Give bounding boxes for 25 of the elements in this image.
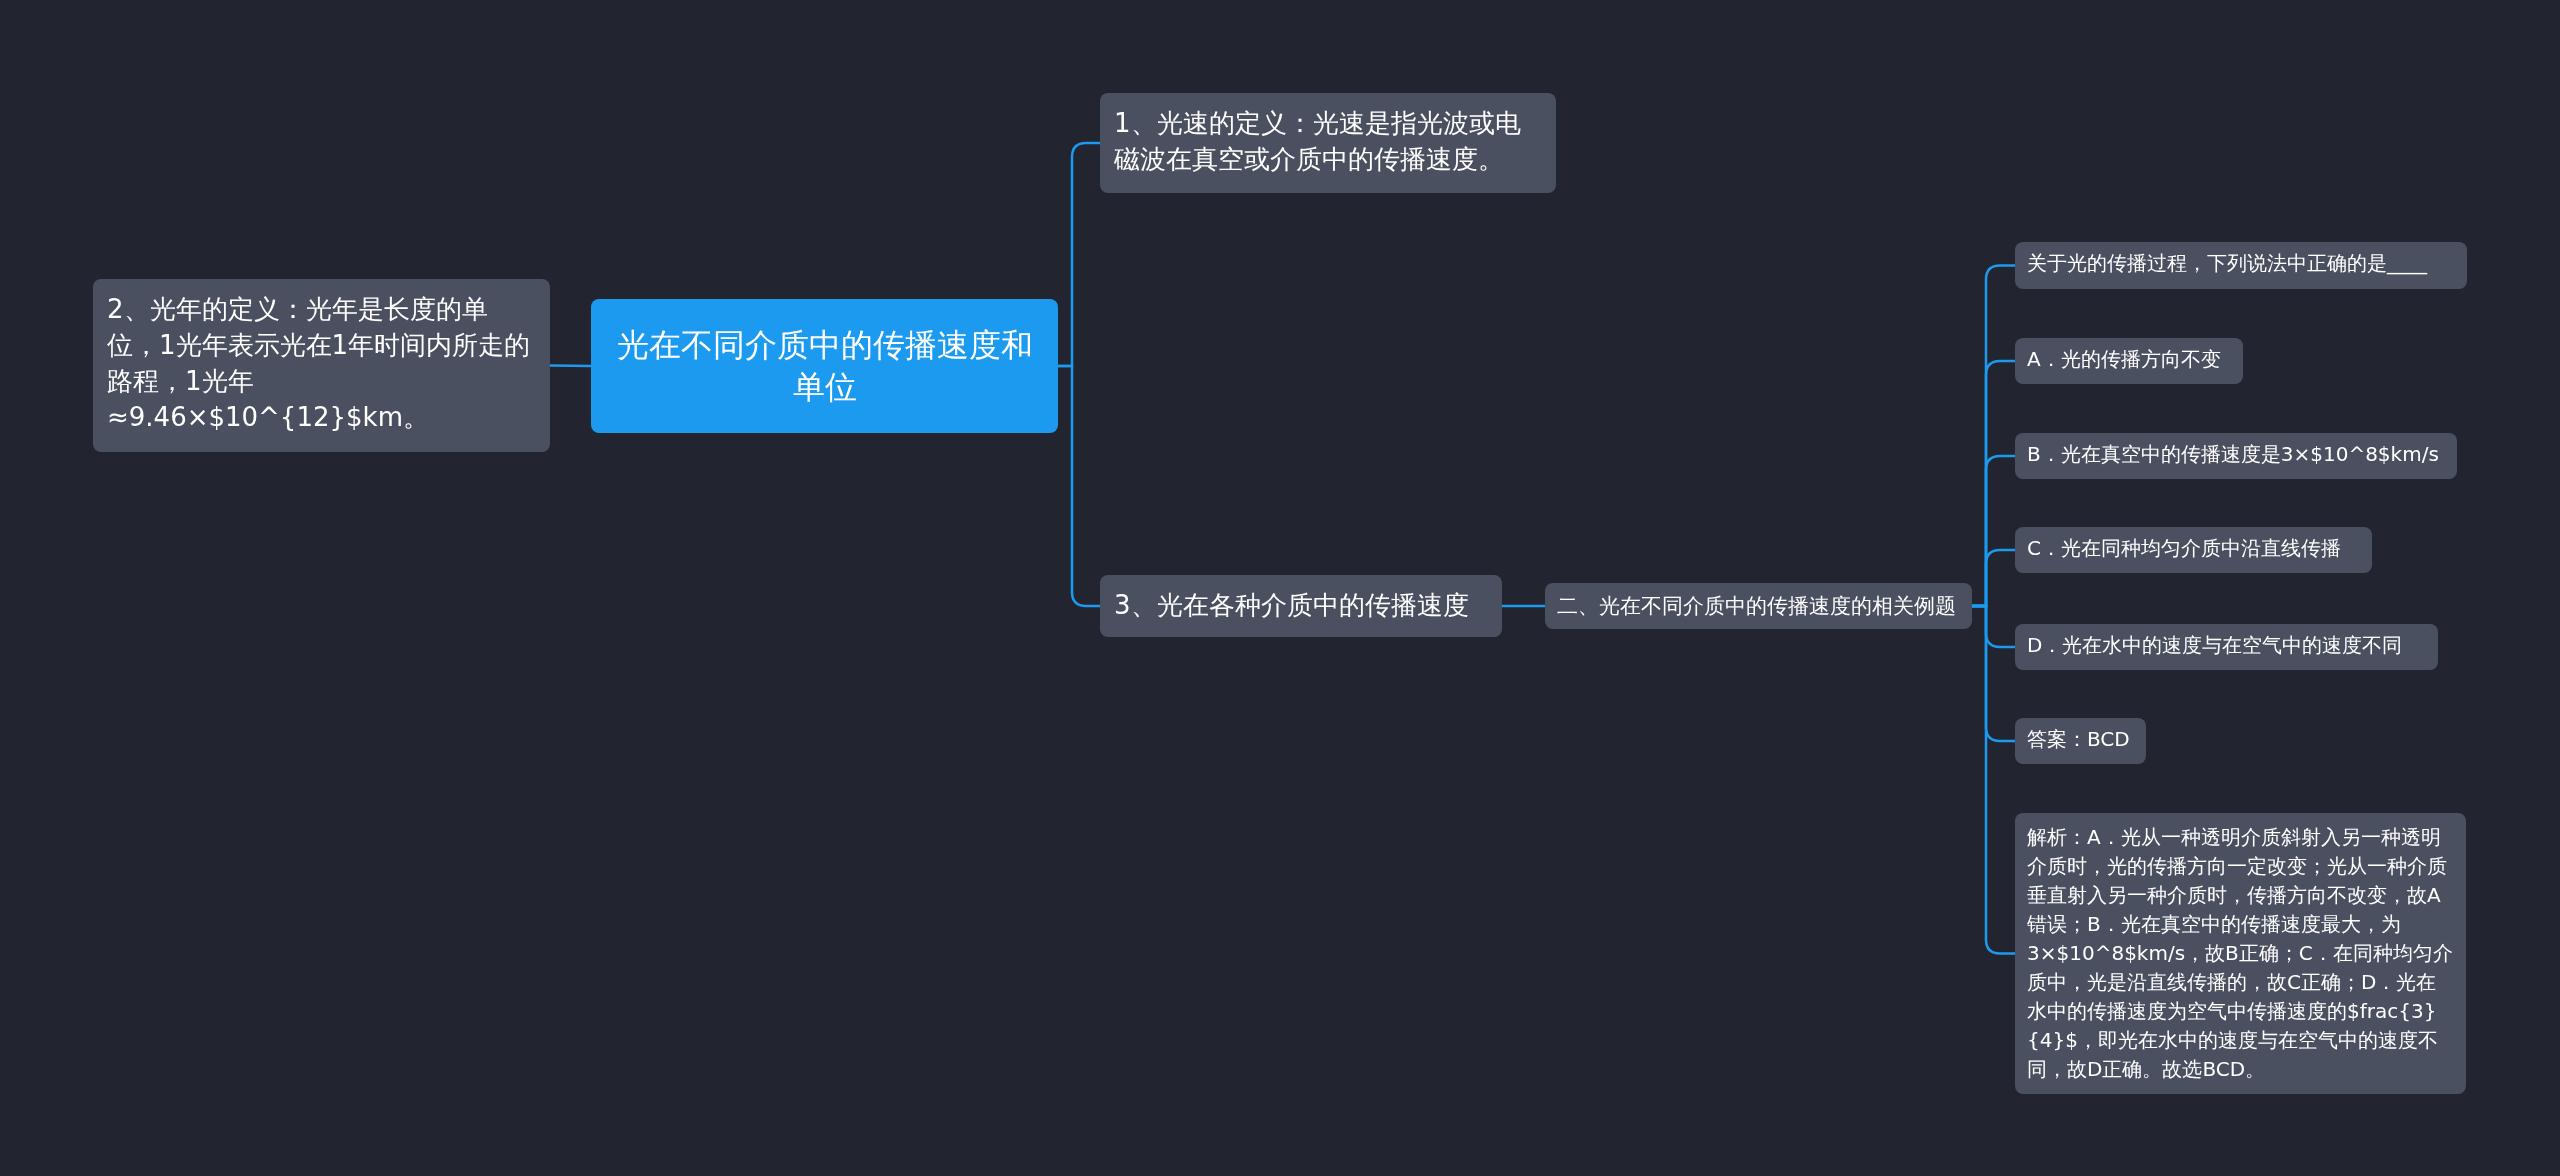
topic-box (2015, 718, 2146, 764)
topic-text: 光在不同介质中的传播速度和单位 (615, 325, 1034, 408)
topic-box (93, 279, 550, 452)
topic-box (1100, 93, 1556, 193)
topic-text: D．光在水中的速度与在空气中的速度不同 (2027, 632, 2404, 659)
topic-text: 关于光的传播过程，下列说法中正确的是____ (2027, 250, 2429, 277)
topic-box (2015, 527, 2372, 573)
topic-box (1100, 575, 1502, 637)
topic-box (2015, 433, 2457, 479)
topic-text: 1、光速的定义：光速是指光波或电磁波在真空或介质中的传播速度。 (1114, 107, 1522, 176)
topic-text: 3、光在各种介质中的传播速度 (1114, 589, 1470, 622)
central-topic-box (591, 299, 1058, 433)
connector-line (550, 364, 591, 368)
connector-line (1502, 604, 1545, 608)
topic-text: 答案：BCD (2027, 726, 2131, 753)
topic-text: A．光的传播方向不变 (2027, 346, 2222, 373)
topic-text: 解析：A．光从一种透明介质斜射入另一种透明介质时，光的传播方向一定改变；光从一种介质垂直射入另一种介质时，传播方向不改变，故A错误；B．光在真空中的传播速度最大，为3×$10^8$km/s，故B正确；C．在同种均匀介质中，光是沿直线传播的，故C正确；D．光在水中的传播速度为空气中传播速度的$frac{3}{4}$，即光在水中的速度与在空气中的速度不同，故D正确。故选BCD。 (2027, 824, 2454, 1083)
topic-box (1545, 583, 1972, 629)
topic-box (2015, 242, 2467, 289)
topic-box (2015, 624, 2438, 670)
topic-text: 二、光在不同介质中的传播速度的相关例题 (1557, 593, 1957, 620)
topic-text: B．光在真空中的传播速度是3×$10^8$km/s (2027, 441, 2440, 468)
topic-text: C．光在同种均匀介质中沿直线传播 (2027, 535, 2342, 562)
topic-box (2015, 338, 2243, 384)
topic-text: 2、光年的定义：光年是长度的单位，1光年表示光在1年时间内所走的路程，1光年≈9.46×$10^{12}$km。 (107, 293, 532, 434)
